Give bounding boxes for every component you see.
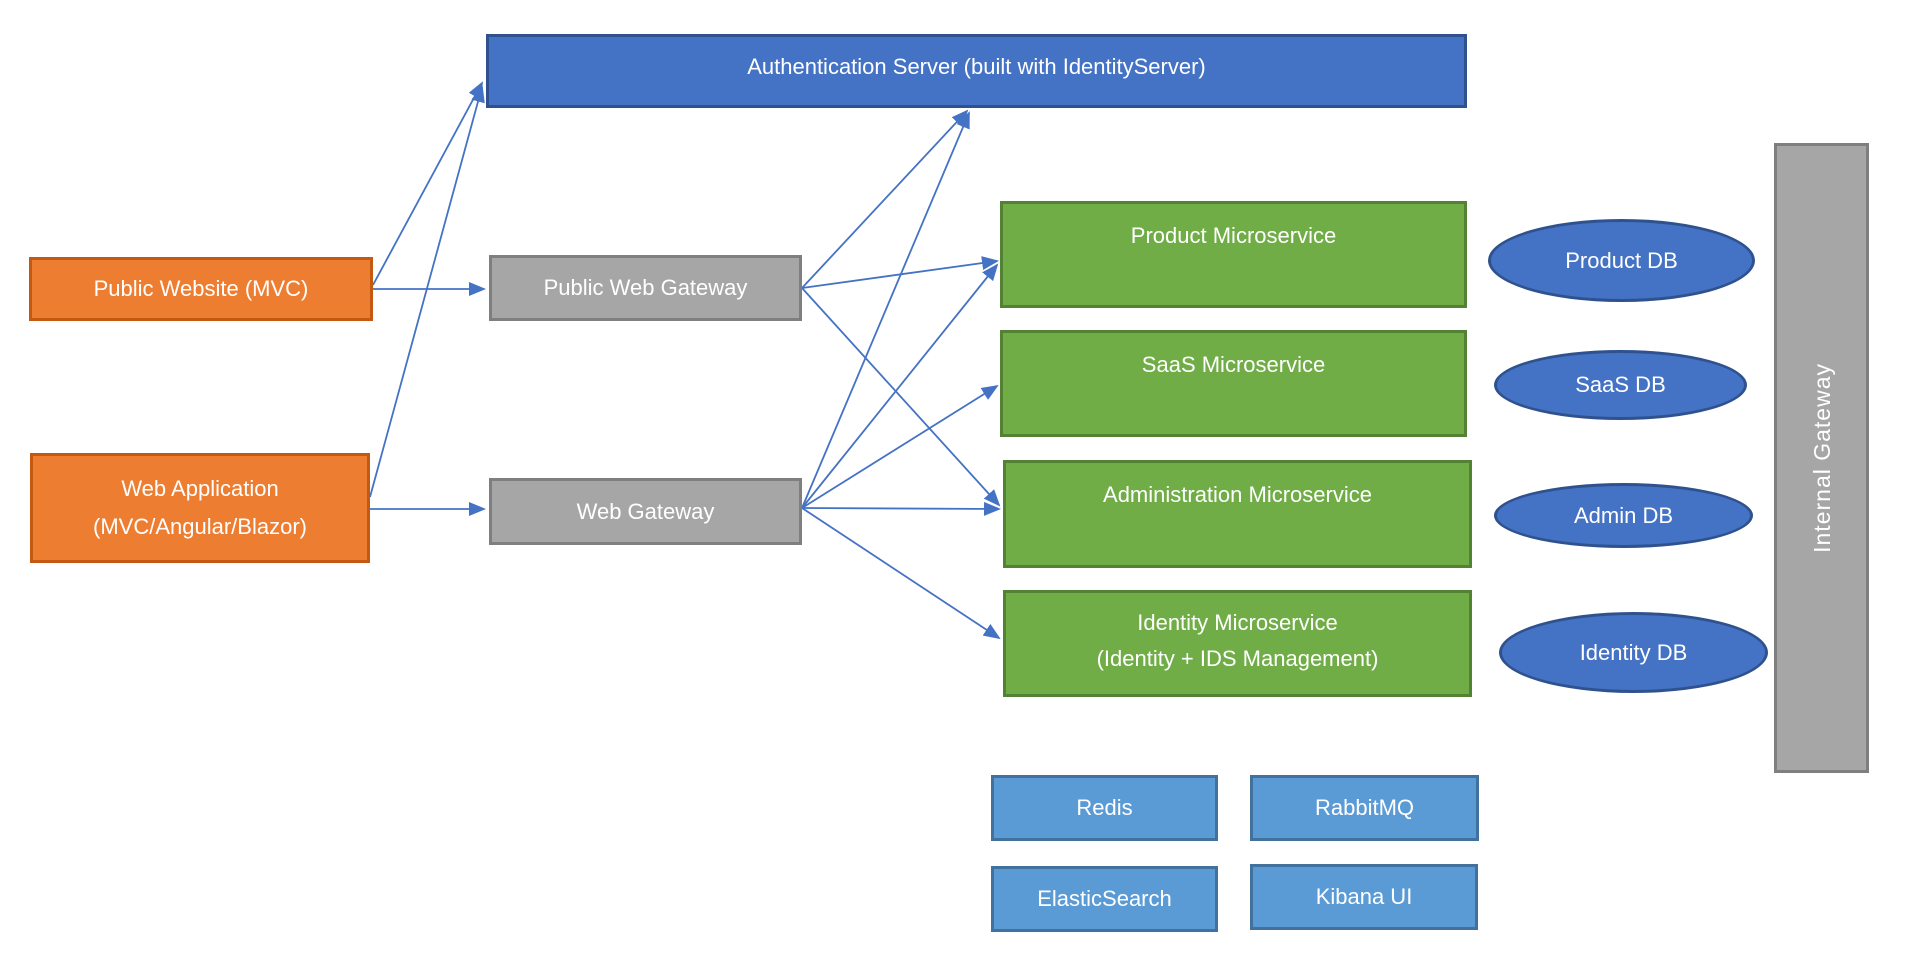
web-gateway-label: Web Gateway [576, 498, 715, 524]
redis-label: Redis [1076, 795, 1133, 820]
web-application-box: Web Application (MVC/Angular/Blazor) [30, 453, 370, 563]
arrow-public_website-to-auth_server [372, 81, 483, 286]
elasticsearch-label: ElasticSearch [1037, 886, 1172, 911]
kibana-ui-label: Kibana UI [1315, 884, 1413, 909]
identity-db-ellipse: Identity DB [1499, 612, 1768, 693]
admin-db-ellipse: Admin DB [1494, 483, 1753, 548]
rabbitmq-label: RabbitMQ [1314, 795, 1415, 820]
kibana-ui-box: Kibana UI [1250, 864, 1478, 930]
identity-microservice-label: Identity Microservice [1137, 610, 1338, 635]
identity-microservice-box: Identity Microservice (Identity + IDS Ma… [1003, 590, 1472, 697]
auth-server-box: Authentication Server (built with Identi… [486, 34, 1467, 108]
product-db-label: Product DB [1565, 247, 1678, 273]
saas-microservice-label: SaaS Microservice [1141, 352, 1326, 377]
elasticsearch-box: ElasticSearch [991, 866, 1218, 932]
product-db-ellipse: Product DB [1488, 219, 1755, 302]
redis-box: Redis [991, 775, 1218, 841]
arrow-public_web_gateway-to-admin_ms [801, 287, 1001, 507]
product-microservice-label: Product Microservice [1130, 223, 1337, 248]
internal-gateway-label: Internal Gateway [1808, 363, 1835, 553]
public-web-gateway-label: Public Web Gateway [543, 275, 748, 300]
public-web-gateway-box: Public Web Gateway [489, 255, 802, 321]
identity-db-label: Identity DB [1579, 639, 1688, 665]
rabbitmq-box: RabbitMQ [1250, 775, 1479, 841]
web-gateway-box: Web Gateway [489, 478, 802, 545]
web-application-label: Web Application [121, 476, 279, 501]
product-microservice-box: Product Microservice [1000, 201, 1467, 308]
saas-db-ellipse: SaaS DB [1494, 350, 1747, 420]
arrow-public_web_gateway-to-auth_server [801, 109, 969, 289]
identity-microservice-sublabel: (Identity + IDS Management) [1096, 646, 1379, 671]
public-website-box: Public Website (MVC) [29, 257, 373, 321]
arrow-web_gateway-to-product_ms [801, 263, 999, 509]
arrow-web_application-to-auth_server [369, 85, 485, 498]
admin-db-label: Admin DB [1573, 502, 1674, 528]
saas-db-label: SaaS DB [1575, 372, 1666, 397]
arrow-web_gateway-to-admin_ms [801, 501, 1001, 516]
saas-microservice-box: SaaS Microservice [1000, 330, 1467, 437]
administration-microservice-label: Administration Microservice [1103, 482, 1372, 507]
arrow-public_web_gateway-to-product_ms [801, 256, 999, 289]
internal-gateway-bar: Internal Gateway [1774, 143, 1869, 773]
arrow-web_gateway-to-identity_ms [801, 507, 1001, 640]
administration-microservice-box: Administration Microservice [1003, 460, 1472, 568]
auth-server-label: Authentication Server (built with Identi… [747, 54, 1206, 79]
arrow-web_gateway-to-saas_ms [801, 384, 999, 509]
arrow-web_gateway-to-auth_server [801, 111, 970, 509]
web-application-sublabel: (MVC/Angular/Blazor) [93, 514, 307, 539]
public-website-label: Public Website (MVC) [93, 276, 309, 301]
